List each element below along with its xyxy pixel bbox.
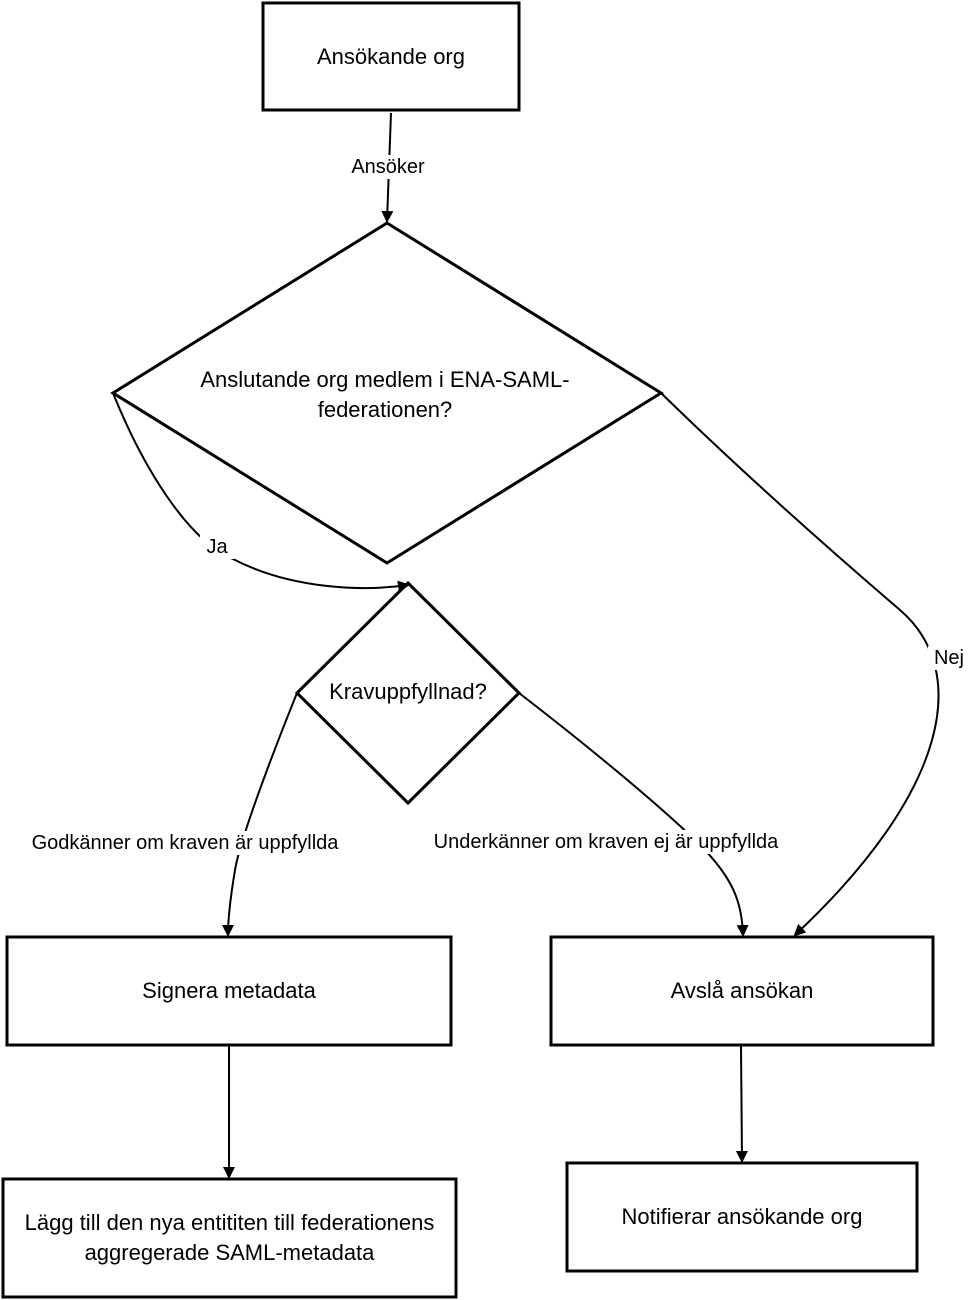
requirements-decision-diamond bbox=[294, 580, 522, 806]
applicant-label: Ansökande org bbox=[317, 43, 465, 69]
member-decision-diamond bbox=[110, 221, 664, 565]
member-question-label: Anslutande org medlem i ENA-SAML-federat… bbox=[200, 367, 570, 422]
requirements-question-label: Kravuppfyllnad? bbox=[329, 679, 487, 704]
edge-approve bbox=[222, 692, 298, 937]
add-entity-box bbox=[1, 1177, 458, 1299]
edge-disapprove bbox=[518, 692, 749, 937]
reject-label: Avslå ansökan bbox=[670, 978, 814, 1003]
edge-label-yes: Ja bbox=[200, 535, 234, 559]
edge-label-applies: Ansöker bbox=[340, 155, 436, 179]
applicant-box bbox=[261, 1, 521, 112]
add-entity-label: Lägg till den nya entititen till federat… bbox=[24, 1210, 435, 1265]
notify-label: Notifierar ansökande org bbox=[621, 1204, 863, 1229]
reject-box bbox=[549, 935, 935, 1047]
edge-label-approve: Godkänner om kraven är uppfyllda bbox=[12, 831, 358, 855]
edge-yes bbox=[112, 392, 410, 593]
notify-box bbox=[565, 1161, 919, 1273]
edge-no bbox=[660, 392, 940, 937]
edge-label-no: Nej bbox=[928, 646, 970, 670]
edge-reject-to-notify bbox=[735, 1045, 748, 1163]
sign-metadata-box bbox=[5, 935, 453, 1047]
edge-label-disapprove: Underkänner om kraven ej är uppfyllda bbox=[412, 830, 800, 854]
sign-metadata-label: Signera metadata bbox=[142, 978, 316, 1003]
